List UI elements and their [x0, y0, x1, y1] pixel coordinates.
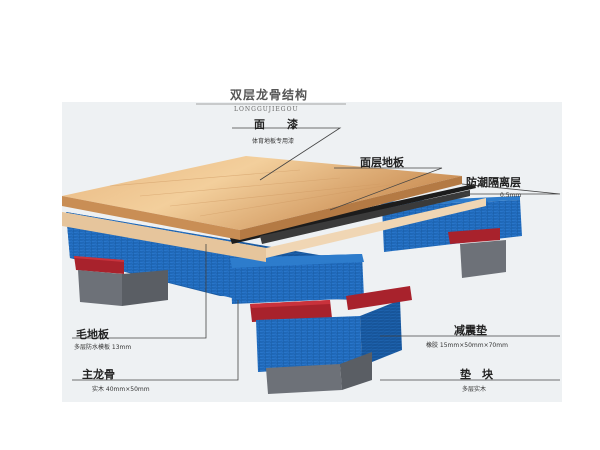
label-block: 垫 块	[460, 368, 493, 381]
leader-surface	[329, 167, 443, 211]
spec-sub-floor: 多层防水模板 13mm	[74, 344, 132, 351]
rear-shock-pad	[448, 228, 500, 244]
right-shock-pad	[346, 286, 412, 310]
label-paint: 面 漆	[254, 118, 298, 131]
left-block	[78, 270, 168, 306]
front-joist	[230, 254, 364, 304]
front-block	[266, 352, 372, 394]
leader-joist	[72, 300, 239, 381]
spec-main-joist: 实木 40mm×50mm	[92, 386, 150, 393]
subfloor-board	[62, 198, 486, 262]
front-shock-pad	[250, 300, 332, 322]
leader-paint	[232, 127, 342, 181]
diagram-subtitle: LONGGUJIEGOU	[234, 106, 299, 113]
label-surface-board: 面层地板	[360, 156, 404, 169]
spec-block: 多层实木	[462, 386, 487, 393]
leader-lines	[72, 127, 561, 381]
left-shock-pad	[74, 256, 124, 274]
moisture-film	[230, 184, 476, 244]
leader-moisture	[461, 183, 561, 195]
spec-moisture-layer: 0.5mm	[500, 192, 522, 199]
wood-surface-board	[62, 156, 462, 240]
spec-paint: 体育地板专用漆	[252, 138, 295, 145]
leader-subfloor	[72, 244, 207, 339]
label-sub-floor: 毛地板	[76, 328, 109, 341]
label-moisture-layer: 防潮隔离层	[466, 176, 521, 189]
rear-block	[460, 240, 506, 278]
label-shock-pad: 减震垫	[454, 324, 487, 337]
label-main-joist: 主龙骨	[82, 368, 115, 381]
spec-shock-pad: 橡胶 15mm×50mm×70mm	[426, 342, 508, 349]
diagram-title: 双层龙骨结构	[230, 88, 309, 102]
lower-main-joist	[256, 300, 402, 372]
